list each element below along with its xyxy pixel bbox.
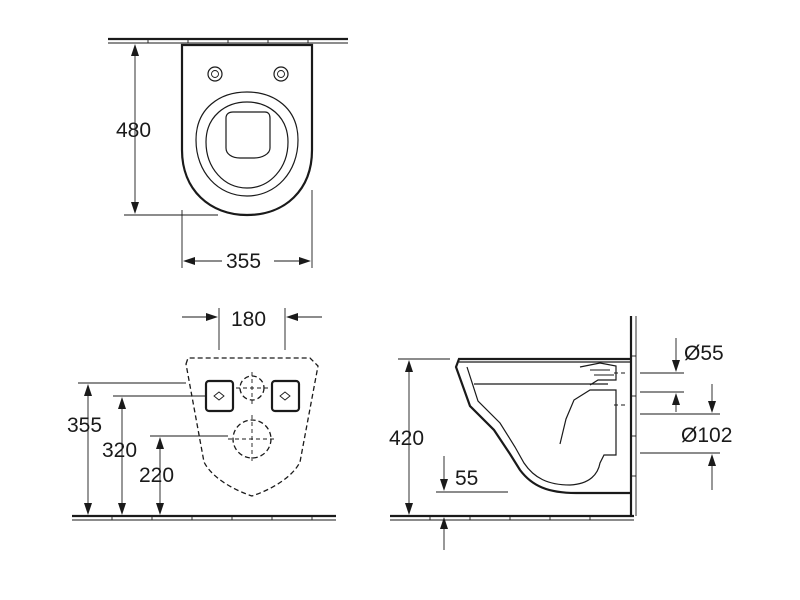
spacing-dimension bbox=[182, 308, 322, 350]
bowl-top-outline bbox=[180, 43, 314, 217]
pipe-small-dimension bbox=[640, 338, 684, 412]
side-floor-strip bbox=[390, 514, 634, 521]
height-c-label: 220 bbox=[139, 464, 174, 487]
hinge-bolt-right bbox=[273, 66, 289, 82]
side-height-dimension bbox=[398, 358, 450, 515]
rim-opening bbox=[225, 111, 271, 159]
front-view: 180 355 320 220 bbox=[67, 308, 336, 521]
side-view: 420 55 Ø55 Ø102 bbox=[389, 316, 732, 550]
side-height-label: 420 bbox=[389, 427, 424, 450]
depth-dimension bbox=[124, 42, 218, 216]
bowl-profile-outer bbox=[454, 357, 631, 495]
spacing-label: 180 bbox=[231, 308, 266, 331]
depth-label: 480 bbox=[116, 119, 151, 142]
height-dimension-b bbox=[113, 395, 205, 515]
inlet-spud-detail bbox=[590, 369, 614, 376]
width-dimension bbox=[181, 190, 313, 268]
height-dimension-c bbox=[150, 435, 228, 515]
height-b-label: 320 bbox=[102, 439, 137, 462]
inlet-offset-dimension bbox=[436, 456, 508, 550]
inlet-offset-label: 55 bbox=[455, 467, 478, 490]
seat-outer bbox=[195, 91, 299, 197]
fixing-plate-left bbox=[204, 379, 235, 413]
front-floor-strip bbox=[72, 514, 336, 521]
water-inlet-crosshair bbox=[236, 372, 268, 404]
waste-outlet-crosshair bbox=[228, 415, 276, 463]
inlet-spud bbox=[579, 362, 617, 386]
height-a-label: 355 bbox=[67, 414, 102, 437]
seat-inner bbox=[205, 101, 289, 189]
width-label: 355 bbox=[226, 250, 261, 273]
top-view: 480 355 bbox=[108, 37, 348, 273]
bowl-front-outline bbox=[185, 357, 319, 497]
pipe-small-label: Ø55 bbox=[684, 342, 724, 365]
top-wall-strip bbox=[108, 37, 348, 44]
side-wall bbox=[629, 316, 637, 516]
fixing-plate-right bbox=[270, 379, 301, 413]
bowl-profile-inner bbox=[466, 366, 617, 486]
hinge-bolt-left bbox=[207, 66, 223, 82]
pipe-large-label: Ø102 bbox=[681, 424, 732, 447]
pipe-large-dimension bbox=[640, 384, 720, 490]
height-dimension-a bbox=[78, 382, 186, 515]
